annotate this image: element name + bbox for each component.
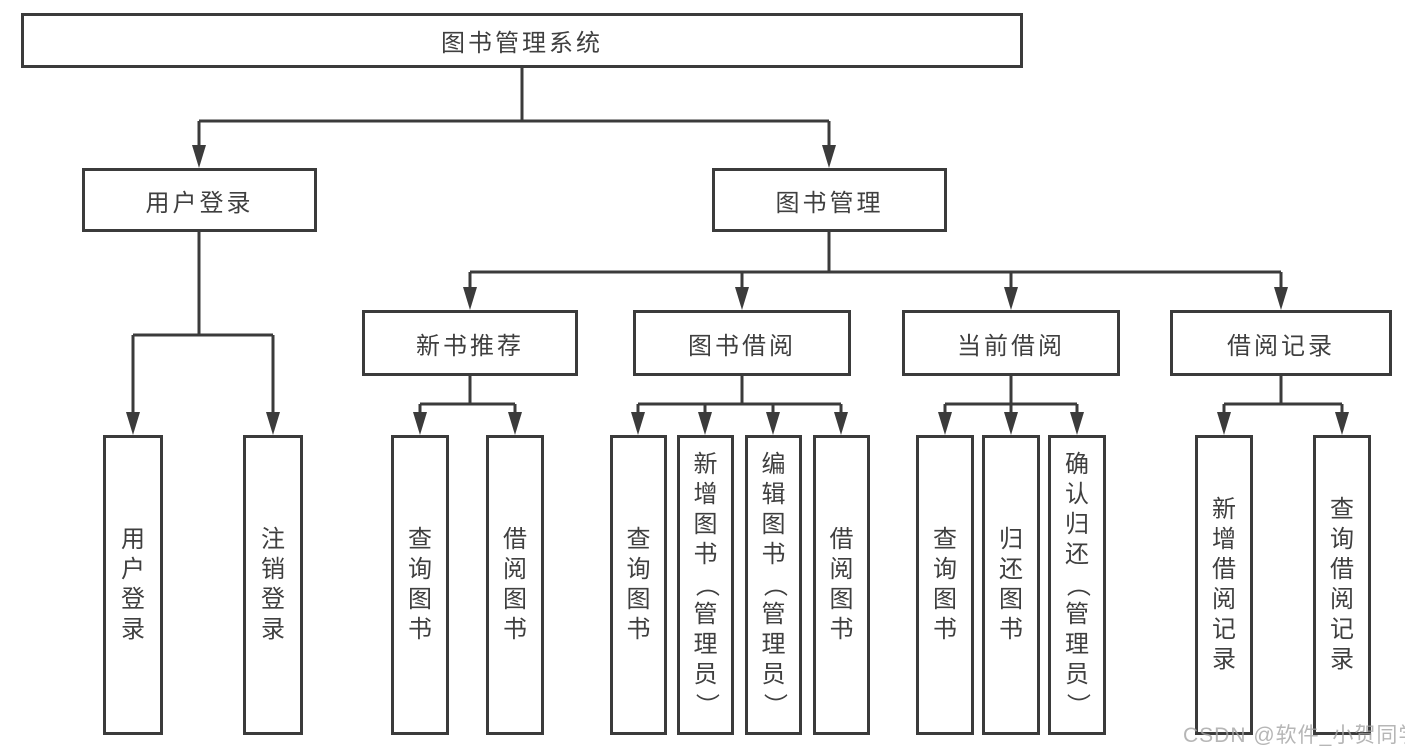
leaf-edit-books-admin: 编辑图书（管理员） bbox=[745, 435, 802, 735]
watermark: CSDN @软件_小贺同学 bbox=[1183, 724, 1405, 747]
node-borrow-records: 借阅记录 bbox=[1170, 310, 1392, 376]
leaf-query-books-current: 查询图书 bbox=[916, 435, 974, 735]
leaf-return-books: 归还图书 bbox=[982, 435, 1040, 735]
leaf-add-borrow-record: 新增借阅记录 bbox=[1195, 435, 1253, 735]
leaf-user-login: 用户登录 bbox=[103, 435, 163, 735]
leaf-query-borrow-record: 查询借阅记录 bbox=[1313, 435, 1371, 735]
leaf-query-books-recommend: 查询图书 bbox=[391, 435, 449, 735]
node-user-login: 用户登录 bbox=[82, 168, 317, 232]
leaf-query-books-borrow: 查询图书 bbox=[610, 435, 667, 735]
node-root-system: 图书管理系统 bbox=[21, 13, 1023, 68]
node-current-borrow: 当前借阅 bbox=[902, 310, 1120, 376]
leaf-confirm-return-admin: 确认归还（管理员） bbox=[1048, 435, 1106, 735]
arrow-down-icons bbox=[126, 145, 1349, 435]
leaf-borrow-books-recommend: 借阅图书 bbox=[486, 435, 544, 735]
leaf-logout: 注销登录 bbox=[243, 435, 303, 735]
node-book-management: 图书管理 bbox=[712, 168, 947, 232]
leaf-add-books-admin: 新增图书（管理员） bbox=[677, 435, 734, 735]
node-book-borrow: 图书借阅 bbox=[633, 310, 851, 376]
leaf-borrow-books: 借阅图书 bbox=[813, 435, 870, 735]
node-new-book-recommend: 新书推荐 bbox=[362, 310, 578, 376]
